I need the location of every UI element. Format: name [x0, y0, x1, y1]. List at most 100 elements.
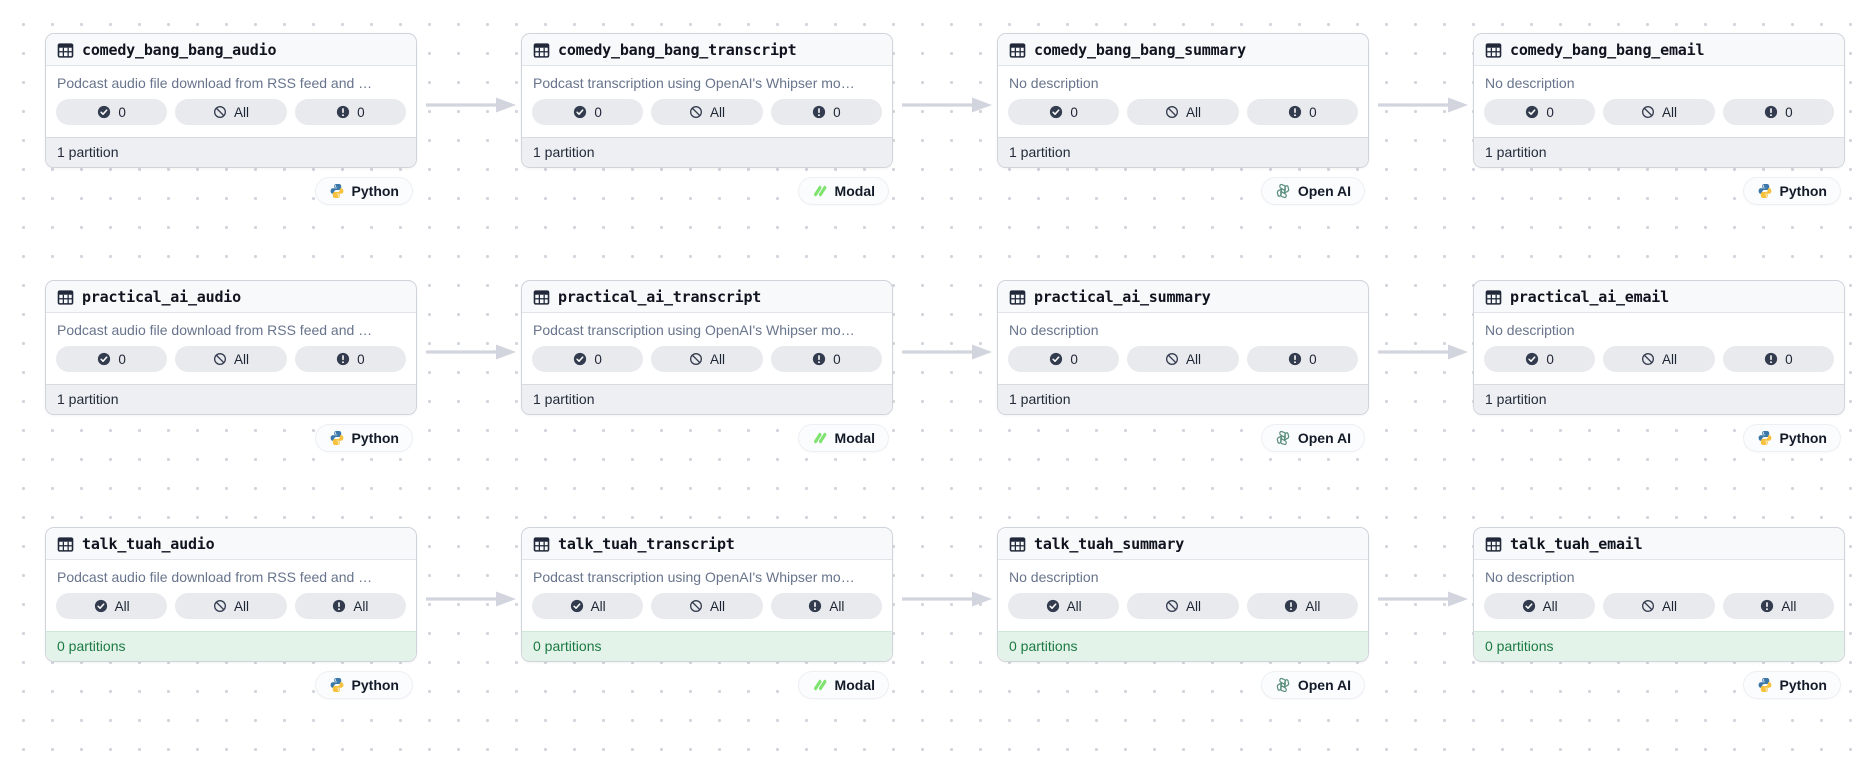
checks-passed-pill[interactable]: 0	[1484, 99, 1596, 125]
checks-warn-pill[interactable]: All	[1722, 593, 1834, 619]
table-icon	[57, 289, 74, 306]
asset-cell: comedy_bang_bang_summary No description …	[997, 33, 1369, 263]
alert-circle-icon	[808, 599, 822, 613]
tag-label: Python	[351, 677, 399, 693]
modal-icon	[812, 183, 828, 199]
asset-title: practical_ai_email	[1510, 288, 1669, 306]
checks-passed-pill[interactable]: 0	[532, 99, 644, 125]
kind-tag-modal[interactable]: Modal	[798, 672, 888, 698]
partitions-footer: 1 partition	[522, 384, 892, 414]
asset-node[interactable]: comedy_bang_bang_transcript Podcast tran…	[521, 33, 893, 168]
asset-node[interactable]: comedy_bang_bang_email No description 0 …	[1473, 33, 1845, 168]
asset-node[interactable]: practical_ai_audio Podcast audio file do…	[45, 280, 417, 415]
checks-passed-pill[interactable]: All	[1008, 593, 1120, 619]
checks-warn-pill[interactable]: 0	[294, 99, 406, 125]
kind-tag-python[interactable]: Python	[1743, 672, 1840, 698]
checks-row: All All All	[522, 592, 892, 631]
checks-skipped-pill[interactable]: All	[1603, 346, 1715, 372]
kind-tag-modal[interactable]: Modal	[798, 178, 888, 204]
checks-skipped-pill[interactable]: All	[1603, 593, 1715, 619]
asset-node[interactable]: practical_ai_email No description 0 All …	[1473, 280, 1845, 415]
asset-node[interactable]: talk_tuah_audio Podcast audio file downl…	[45, 527, 417, 662]
checks-skipped-pill[interactable]: All	[175, 593, 287, 619]
checks-skipped-pill[interactable]: All	[175, 99, 287, 125]
arrow-right-icon	[1374, 96, 1470, 114]
partitions-footer: 1 partition	[46, 384, 416, 414]
asset-description: No description	[1009, 322, 1099, 338]
python-icon	[329, 677, 345, 693]
arrow-right-icon	[898, 343, 994, 361]
alert-circle-icon	[1764, 352, 1778, 366]
kind-tag-openai[interactable]: Open AI	[1261, 178, 1364, 204]
pill-count: All	[233, 598, 249, 614]
checks-warn-pill[interactable]: All	[770, 593, 882, 619]
checks-passed-pill[interactable]: All	[532, 593, 644, 619]
checks-passed-pill[interactable]: 0	[56, 346, 168, 372]
table-icon	[533, 289, 550, 306]
kind-tag-python[interactable]: Python	[1743, 425, 1840, 451]
ban-icon	[1165, 105, 1179, 119]
kind-tag-python[interactable]: Python	[1743, 178, 1840, 204]
kind-tag-python[interactable]: Python	[315, 672, 412, 698]
kind-tag-openai[interactable]: Open AI	[1261, 672, 1364, 698]
checks-row: 0 All 0	[46, 98, 416, 137]
asset-description: No description	[1009, 75, 1099, 91]
checks-passed-pill[interactable]: 0	[1484, 346, 1596, 372]
checks-warn-pill[interactable]: 0	[1246, 99, 1358, 125]
asset-node-header: talk_tuah_email	[1474, 528, 1844, 560]
checks-passed-pill[interactable]: 0	[1008, 346, 1120, 372]
checks-warn-pill[interactable]: All	[1246, 593, 1358, 619]
checks-passed-pill[interactable]: 0	[1008, 99, 1120, 125]
asset-title: talk_tuah_transcript	[558, 535, 735, 553]
asset-description: No description	[1485, 322, 1575, 338]
checks-warn-pill[interactable]: All	[294, 593, 406, 619]
checks-passed-pill[interactable]: 0	[532, 346, 644, 372]
checks-warn-pill[interactable]: 0	[1722, 99, 1834, 125]
checks-skipped-pill[interactable]: All	[651, 346, 763, 372]
asset-node-header: talk_tuah_summary	[998, 528, 1368, 560]
checks-warn-pill[interactable]: 0	[1722, 346, 1834, 372]
asset-node[interactable]: talk_tuah_summary No description All All…	[997, 527, 1369, 662]
checks-skipped-pill[interactable]: All	[175, 346, 287, 372]
asset-node[interactable]: practical_ai_transcript Podcast transcri…	[521, 280, 893, 415]
checks-skipped-pill[interactable]: All	[1127, 346, 1239, 372]
pill-count: 0	[1785, 104, 1793, 120]
checks-passed-pill[interactable]: 0	[56, 99, 168, 125]
asset-node[interactable]: comedy_bang_bang_summary No description …	[997, 33, 1369, 168]
arrow-right-icon	[1374, 590, 1470, 608]
arrow-right-icon	[898, 590, 994, 608]
ban-icon	[213, 352, 227, 366]
checks-skipped-pill[interactable]: All	[651, 99, 763, 125]
arrow-right-icon	[422, 96, 518, 114]
kind-tag-python[interactable]: Python	[315, 425, 412, 451]
checks-skipped-pill[interactable]: All	[1603, 99, 1715, 125]
partitions-footer: 1 partition	[46, 137, 416, 167]
asset-node[interactable]: talk_tuah_transcript Podcast transcripti…	[521, 527, 893, 662]
checks-warn-pill[interactable]: 0	[770, 346, 882, 372]
asset-node[interactable]: practical_ai_summary No description 0 Al…	[997, 280, 1369, 415]
tag-label: Open AI	[1297, 430, 1351, 446]
asset-node[interactable]: talk_tuah_email No description All All A…	[1473, 527, 1845, 662]
partitions-footer: 0 partitions	[522, 631, 892, 661]
kind-tag-openai[interactable]: Open AI	[1261, 425, 1364, 451]
checks-passed-pill[interactable]: All	[1484, 593, 1596, 619]
asset-node[interactable]: comedy_bang_bang_audio Podcast audio fil…	[45, 33, 417, 168]
kind-tag-modal[interactable]: Modal	[798, 425, 888, 451]
table-icon	[533, 42, 550, 59]
checks-skipped-pill[interactable]: All	[651, 593, 763, 619]
tag-label: Modal	[834, 677, 875, 693]
checks-skipped-pill[interactable]: All	[1127, 99, 1239, 125]
table-icon	[57, 42, 74, 59]
checks-passed-pill[interactable]: All	[56, 593, 168, 619]
pill-count: All	[1185, 351, 1201, 367]
partitions-footer: 1 partition	[1474, 137, 1844, 167]
checks-skipped-pill[interactable]: All	[1127, 593, 1239, 619]
asset-node-header: comedy_bang_bang_summary	[998, 34, 1368, 66]
checks-warn-pill[interactable]: 0	[1246, 346, 1358, 372]
kind-tag-python[interactable]: Python	[315, 178, 412, 204]
checks-warn-pill[interactable]: 0	[770, 99, 882, 125]
check-circle-icon	[573, 352, 587, 366]
ban-icon	[1641, 105, 1655, 119]
checks-warn-pill[interactable]: 0	[294, 346, 406, 372]
check-circle-icon	[570, 599, 584, 613]
